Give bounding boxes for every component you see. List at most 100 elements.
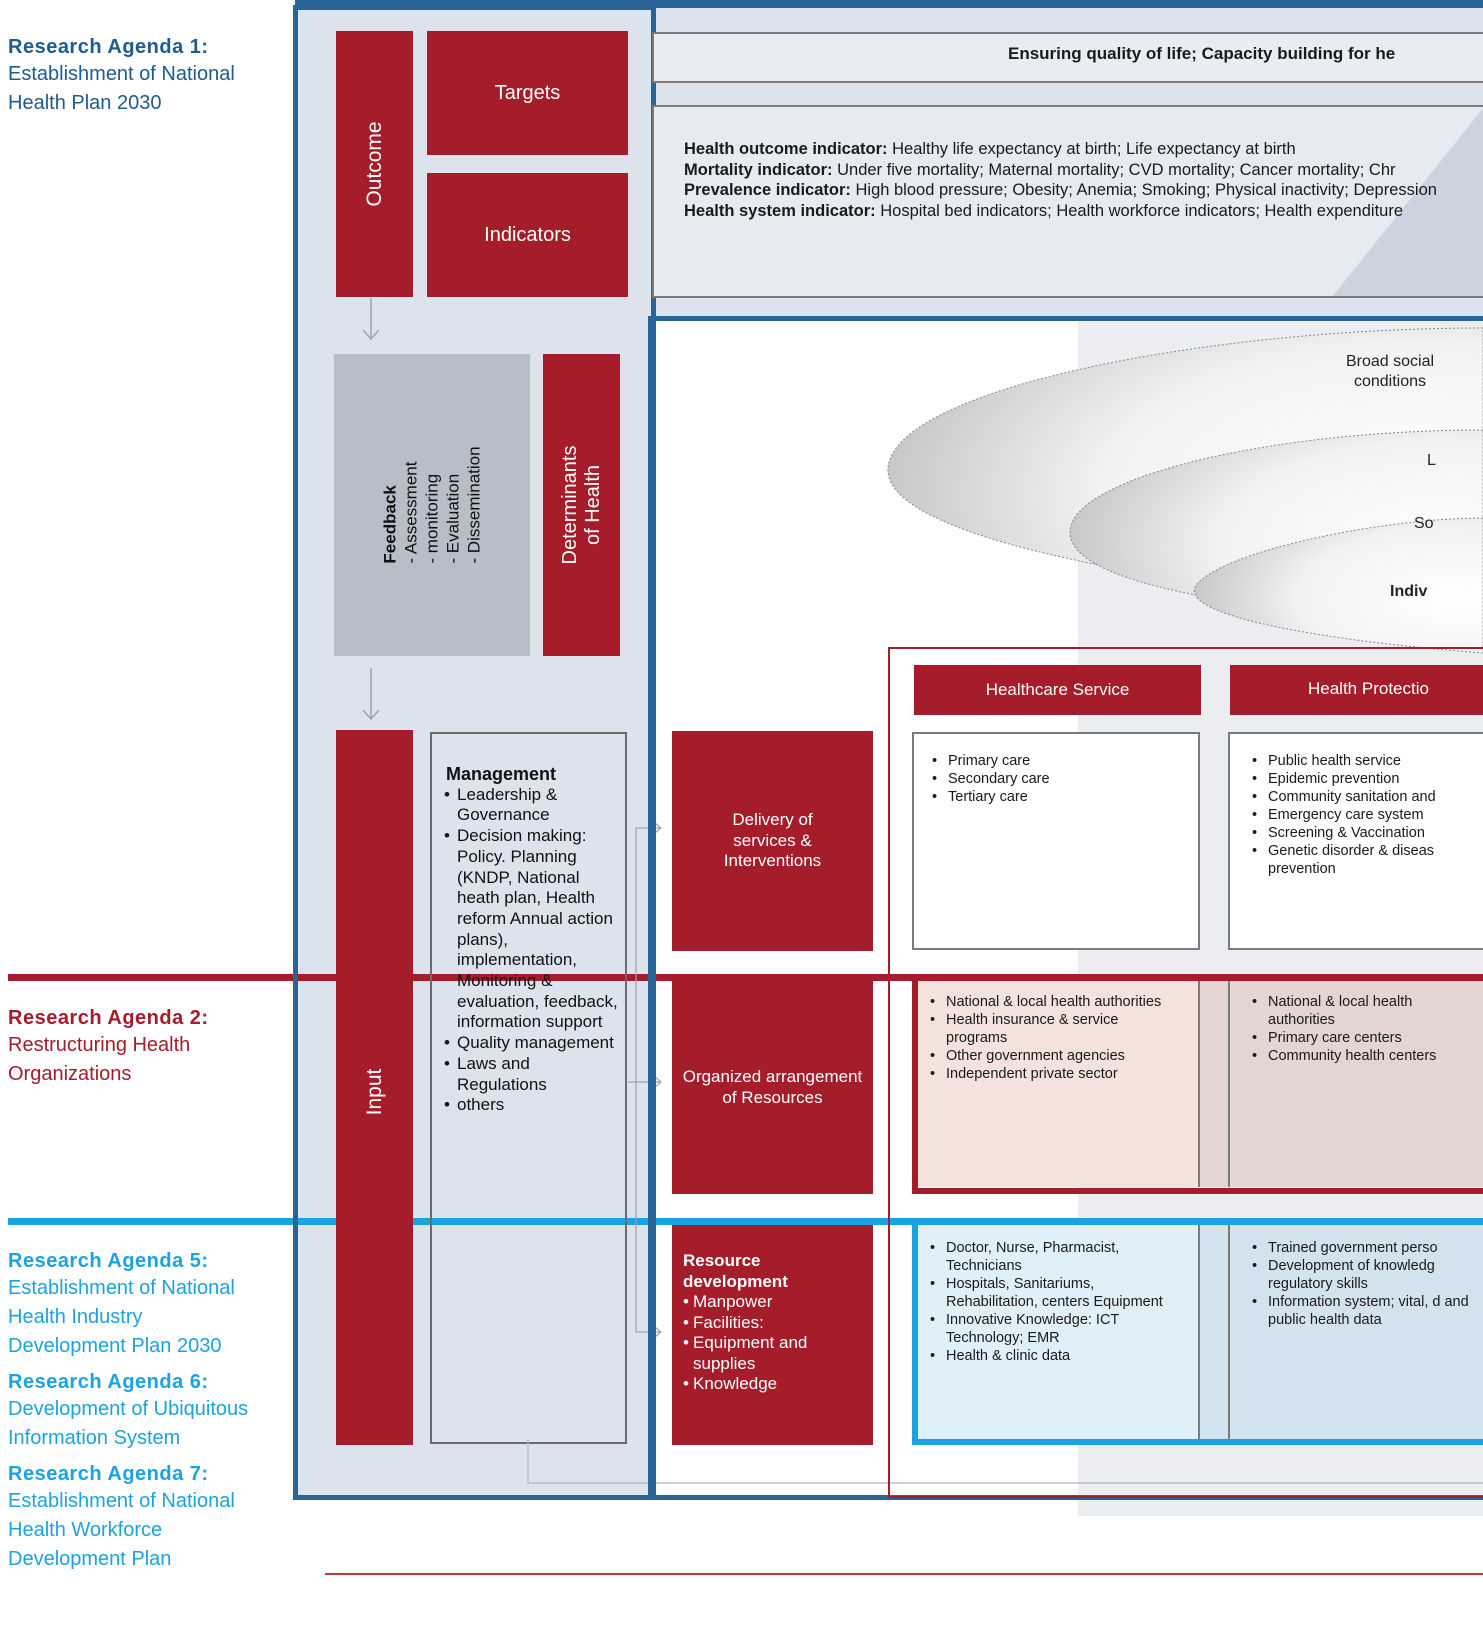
resource-item: Information system; vital, d and public … [1250, 1293, 1478, 1329]
arrow-down-icon [362, 668, 380, 721]
indicator-text: Hospital bed indicators; Health workforc… [875, 201, 1403, 220]
top-band [295, 0, 1483, 8]
research-agenda-title: Research Agenda 5: [8, 1250, 209, 1272]
service-item: Primary care [930, 752, 1190, 770]
agenda5-frame [912, 1218, 1483, 1445]
research-agenda-title: Research Agenda 1: [8, 36, 209, 58]
indicator-label: Mortality indicator: [684, 160, 833, 179]
research-agenda-title: Research Agenda 6: [8, 1371, 209, 1393]
delivery-label: Interventions [723, 851, 822, 871]
indicators-diagonal [1332, 108, 1483, 296]
service-item: Public health service [1250, 752, 1470, 770]
healthcare-resources-box: Doctor, Nurse, Pharmacist, Technicians H… [918, 1225, 1200, 1439]
indicator-line: Prevalence indicator: High blood pressur… [684, 180, 1483, 201]
resource-item: Manpower [681, 1292, 865, 1313]
management-item: Decision making: Policy. Planning (KNDP,… [442, 826, 619, 1033]
resources-gap [1200, 1225, 1228, 1439]
layer-living: L [1427, 452, 1436, 469]
orgs-gap [1200, 981, 1228, 1187]
resource-title: Resource development [683, 1251, 788, 1291]
org-item: Independent private sector [928, 1065, 1190, 1083]
targets-label: Targets [494, 81, 561, 104]
indicator-line: Health outcome indicator: Healthy life e… [684, 139, 1483, 160]
layer-broad-social: Broad social conditions [1330, 352, 1450, 392]
indicator-line: Mortality indicator: Under five mortalit… [684, 160, 1483, 181]
protection-services-box: Public health service Epidemic preventio… [1228, 732, 1483, 950]
research-agenda-7: Research Agenda 7: Establishment of Nati… [8, 1461, 288, 1574]
feedback-loop-line [527, 1440, 1483, 1484]
targets-panel: Ensuring quality of life; Capacity build… [652, 32, 1483, 83]
resource-item: Development of knowledg regulatory skill… [1250, 1257, 1468, 1293]
agenda1-frame-left [293, 5, 656, 1500]
feedback-box: Feedback - Assessment - monitoring - Eva… [334, 354, 530, 656]
organized-label: of Resources [722, 1087, 823, 1107]
indicator-line: Health system indicator: Hospital bed in… [684, 201, 1483, 222]
management-title: Management [446, 764, 557, 784]
research-agenda-title: Research Agenda 2: [8, 1007, 209, 1029]
research-agenda-1: Research Agenda 1: Establishment of Nati… [8, 34, 288, 118]
targets-box: Targets [427, 31, 628, 155]
service-item: Tertiary care [930, 788, 1190, 806]
indicator-label: Health system indicator: [684, 201, 876, 220]
service-item: Community sanitation and [1250, 788, 1470, 806]
org-item: Other government agencies [928, 1047, 1190, 1065]
outcome-bar: Outcome [336, 31, 413, 297]
service-item: Epidemic prevention [1250, 770, 1470, 788]
service-item: Emergency care system [1250, 806, 1470, 824]
organized-box: Organized arrangement of Resources [672, 981, 873, 1194]
healthcare-services-box: Primary care Secondary care Tertiary car… [912, 732, 1200, 950]
input-bar: Input [336, 730, 413, 1445]
agenda5-line [8, 1218, 1483, 1225]
protection-orgs-box: National & local health authorities Prim… [1228, 981, 1483, 1187]
arrow-down-icon [362, 298, 380, 341]
management-box: Management Leadership & Governance Decis… [430, 732, 627, 1444]
research-agenda-body: Establishment of National Health Industr… [8, 1277, 235, 1357]
healthcare-orgs-box: National & local health authorities Heal… [918, 981, 1200, 1187]
indicator-text: Under five mortality; Maternal mortality… [832, 160, 1396, 179]
targets-text: Ensuring quality of life; Capacity build… [1008, 44, 1396, 63]
resource-item: Equipment and supplies [681, 1333, 865, 1374]
management-item: Leadership & Governance [442, 785, 619, 826]
resource-item: Hospitals, Sanitariums, Rehabilitation, … [928, 1275, 1186, 1311]
delivery-label: services & [733, 830, 812, 850]
indicators-label: Indicators [484, 223, 571, 246]
layer-label: conditions [1353, 373, 1427, 390]
service-item: Genetic disorder & diseas prevention [1250, 842, 1458, 878]
indicator-text: Healthy life expectancy at birth; Life e… [887, 140, 1296, 158]
agenda2-frame [912, 974, 1483, 1194]
protection-orgs-list: National & local health authorities Prim… [1250, 993, 1470, 1065]
determinants-bar: Determinants of Health [543, 354, 620, 656]
protection-services-list: Public health service Epidemic preventio… [1250, 752, 1470, 878]
resource-item: Knowledge [681, 1374, 865, 1395]
indicator-label: Health outcome indicator: [684, 140, 888, 158]
healthcare-orgs-list: National & local health authorities Heal… [928, 993, 1190, 1083]
healthcare-resources-list: Doctor, Nurse, Pharmacist, Technicians H… [928, 1239, 1190, 1365]
research-agenda-body: Establishment of National Health Workfor… [8, 1490, 235, 1570]
resource-item: Facilities: [681, 1313, 865, 1334]
service-item: Screening & Vaccination [1250, 824, 1470, 842]
org-item: Health insurance & service programs [928, 1011, 1146, 1047]
resource-item: Trained government perso [1250, 1239, 1483, 1257]
determinants-layers-graphic [887, 327, 1483, 654]
management-list: Leadership & Governance Decision making:… [442, 785, 619, 1116]
header-label: Health Protectio [1308, 679, 1429, 698]
delivery-label: Delivery of [732, 810, 813, 830]
research-agenda-5: Research Agenda 5: Establishment of Nati… [8, 1248, 288, 1361]
management-item: Laws and Regulations [442, 1054, 619, 1095]
service-item: Secondary care [930, 770, 1190, 788]
resource-item: Innovative Knowledge: ICT Technology; EM… [928, 1311, 1146, 1347]
org-item: Community health centers [1250, 1047, 1470, 1065]
layer-label: Broad social [1345, 353, 1435, 370]
delivery-box: Delivery of services & Interventions [672, 731, 873, 951]
resource-list: Manpower Facilities: Equipment and suppl… [681, 1292, 865, 1395]
management-item: Quality management [442, 1033, 619, 1054]
header-label: Healthcare Service [985, 680, 1130, 699]
resource-item: Health & clinic data [928, 1347, 1190, 1365]
research-agenda-body: Development of Ubiquitous Information Sy… [8, 1398, 249, 1449]
healthcare-services-list: Primary care Secondary care Tertiary car… [930, 752, 1190, 806]
indicator-label: Prevalence indicator: [684, 181, 851, 199]
layer-social: So [1414, 515, 1434, 532]
resource-item: Doctor, Nurse, Pharmacist, Technicians [928, 1239, 1146, 1275]
management-item: others [442, 1095, 619, 1116]
research-agenda-2: Research Agenda 2: Restructuring Health … [8, 1005, 288, 1089]
